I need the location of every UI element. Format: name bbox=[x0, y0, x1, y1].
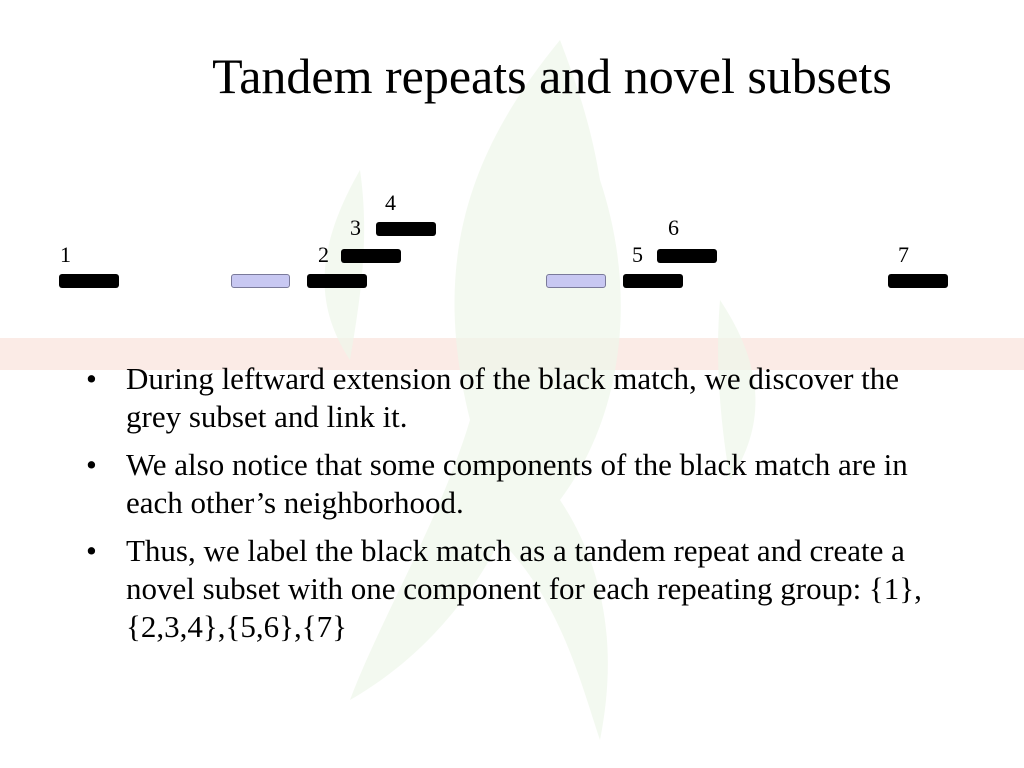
bullet-item: • We also notice that some components of… bbox=[86, 446, 946, 522]
grey-segment-left bbox=[231, 274, 290, 288]
grey-segment-right bbox=[546, 274, 606, 288]
black-segment-3 bbox=[376, 222, 436, 236]
bullet-text: We also notice that some components of t… bbox=[126, 447, 908, 520]
bullet-text: Thus, we label the black match as a tand… bbox=[126, 533, 922, 644]
segment-label-7: 7 bbox=[898, 242, 909, 267]
bullet-text: During leftward extension of the black m… bbox=[126, 361, 900, 434]
segment-label-1: 1 bbox=[60, 242, 71, 267]
segment-label-6: 6 bbox=[668, 215, 679, 240]
black-segment-2-upper bbox=[341, 249, 401, 263]
bullet-marker: • bbox=[86, 361, 97, 396]
tandem-repeat-diagram: 1 2 3 4 5 6 7 bbox=[0, 180, 1024, 310]
bullet-marker: • bbox=[86, 447, 97, 482]
black-segment-5 bbox=[623, 274, 683, 288]
black-segment-2 bbox=[307, 274, 367, 288]
bullet-marker: • bbox=[86, 533, 97, 568]
black-segment-1 bbox=[59, 274, 119, 288]
bullet-item: • Thus, we label the black match as a ta… bbox=[86, 532, 946, 646]
bullet-list: • During leftward extension of the black… bbox=[86, 360, 946, 656]
segment-label-5: 5 bbox=[632, 242, 643, 267]
segment-label-3: 3 bbox=[350, 215, 361, 240]
bullet-item: • During leftward extension of the black… bbox=[86, 360, 946, 436]
segment-label-4: 4 bbox=[385, 190, 396, 215]
black-segment-7 bbox=[888, 274, 948, 288]
black-segment-6 bbox=[657, 249, 717, 263]
segment-label-2: 2 bbox=[318, 242, 329, 267]
slide-title: Tandem repeats and novel subsets bbox=[212, 48, 892, 104]
